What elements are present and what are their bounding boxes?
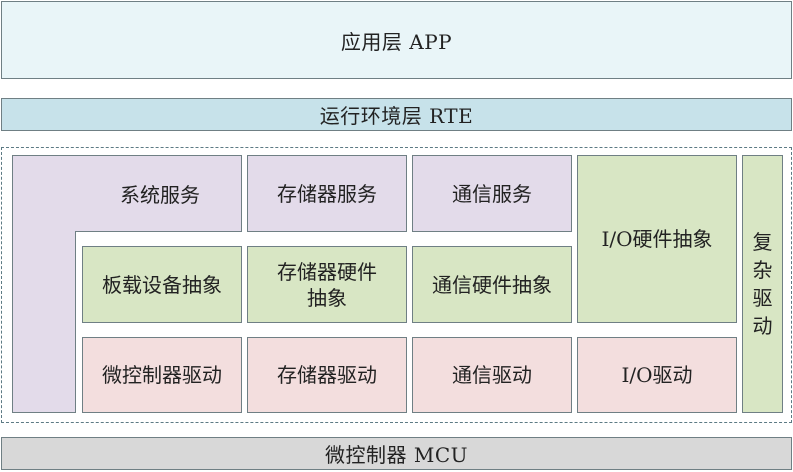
- memory-services-block: 存储器服务: [247, 155, 407, 232]
- memory-drivers-block: 存储器驱动: [247, 337, 407, 413]
- memory-hardware-abstraction-label-line2: 抽象: [307, 285, 347, 310]
- communication-services-label: 通信服务: [452, 181, 532, 206]
- io-hardware-abstraction-label: I/O硬件抽象: [601, 227, 713, 251]
- communication-services-block: 通信服务: [412, 155, 572, 232]
- application-layer-label: 应用层 APP: [340, 29, 453, 54]
- complex-drivers-char-2: 杂: [752, 258, 773, 282]
- communication-drivers-label: 通信驱动: [452, 363, 532, 387]
- complex-drivers-char-1: 复: [752, 230, 773, 254]
- runtime-environment-layer-label: 运行环境层 RTE: [319, 104, 474, 128]
- communication-drivers-block: 通信驱动: [412, 337, 572, 413]
- complex-drivers-char-3: 驱: [752, 286, 773, 310]
- microcontroller-layer-label: 微控制器 MCU: [325, 443, 468, 467]
- communication-hardware-abstraction-label: 通信硬件抽象: [432, 272, 552, 297]
- complex-drivers-char-4: 动: [752, 314, 773, 338]
- memory-services-label: 存储器服务: [277, 181, 377, 206]
- microcontroller-layer: 微控制器 MCU: [1, 437, 792, 470]
- complex-drivers-block: 复 杂 驱 动: [742, 155, 783, 413]
- microcontroller-drivers-block: 微控制器驱动: [82, 337, 242, 413]
- memory-hardware-abstraction-block: 存储器硬件 抽象: [247, 246, 407, 323]
- io-drivers-label: I/O驱动: [621, 363, 693, 387]
- system-services-block: [12, 155, 242, 413]
- communication-hardware-abstraction-block: 通信硬件抽象: [412, 246, 572, 323]
- runtime-environment-layer: 运行环境层 RTE: [1, 98, 792, 131]
- memory-drivers-label: 存储器驱动: [277, 363, 377, 387]
- system-services-label: 系统服务: [120, 182, 200, 207]
- memory-hardware-abstraction-label-line1: 存储器硬件: [277, 259, 377, 284]
- application-layer: 应用层 APP: [1, 1, 792, 79]
- onboard-device-abstraction-label: 板载设备抽象: [102, 272, 222, 297]
- io-drivers-block: I/O驱动: [577, 337, 737, 413]
- io-hardware-abstraction-block: I/O硬件抽象: [577, 155, 737, 323]
- onboard-device-abstraction-block: 板载设备抽象: [82, 246, 242, 323]
- system-services-shape: [12, 155, 242, 413]
- microcontroller-drivers-label: 微控制器驱动: [102, 363, 222, 387]
